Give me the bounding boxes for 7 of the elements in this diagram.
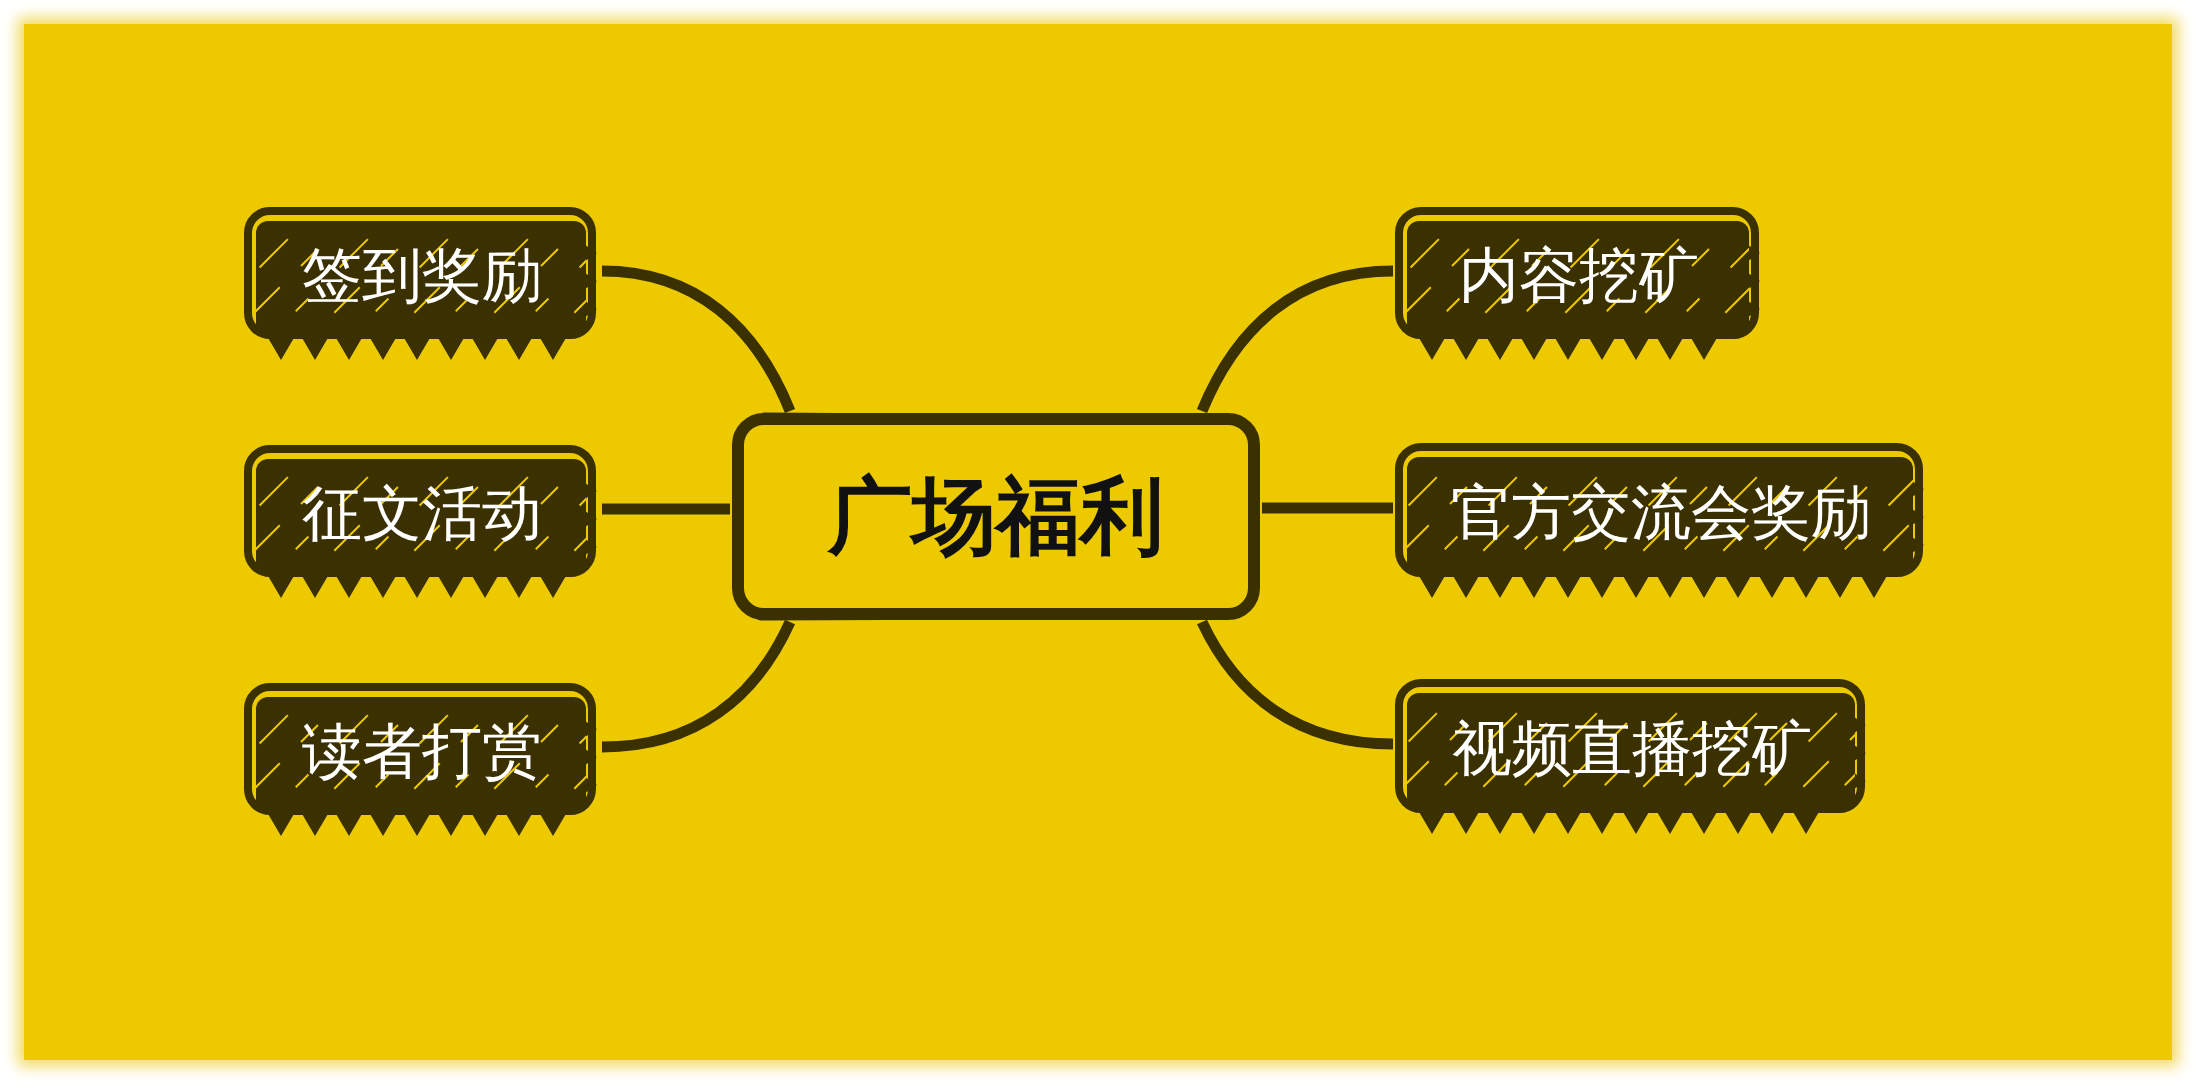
- connector: [601, 619, 795, 753]
- connector: [1262, 502, 1393, 514]
- connector: [1197, 619, 1394, 750]
- central-topic-box: 广场福利: [730, 411, 1262, 622]
- connector: [1197, 265, 1394, 414]
- connector: [601, 265, 796, 414]
- connector: [602, 503, 730, 515]
